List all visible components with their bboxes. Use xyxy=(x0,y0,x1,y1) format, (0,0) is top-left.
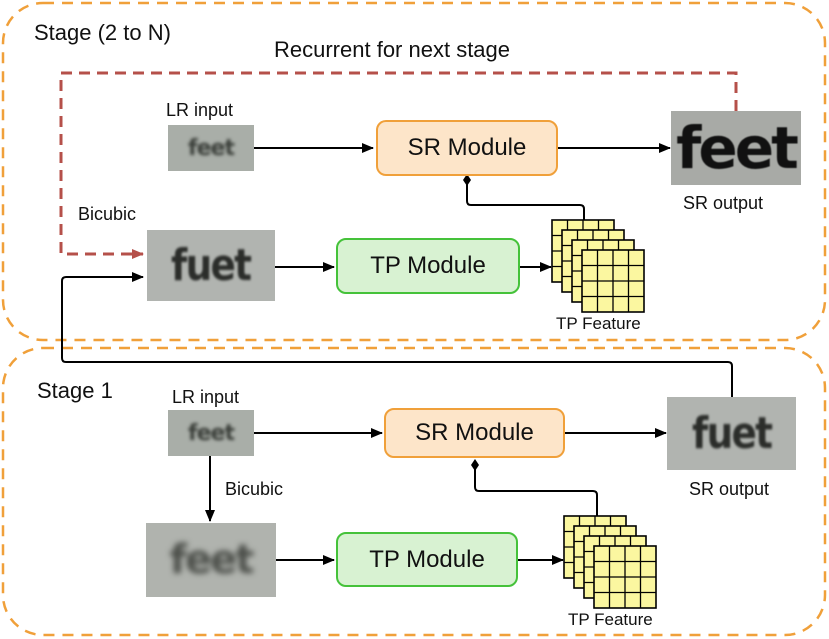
top-feature-map-4 xyxy=(581,249,645,313)
bottom-feature-to-sr-connector xyxy=(474,467,598,516)
bottom-bicubic-label: Bicubic xyxy=(225,479,284,499)
recurrent-arrow xyxy=(59,71,738,259)
bottom-sr-output-label: SR output xyxy=(689,479,770,499)
top-bicubic-label: Bicubic xyxy=(78,204,137,224)
bottom-sr-output-image-text: fuet xyxy=(691,408,773,459)
top-feature-connector-diamond xyxy=(463,174,471,186)
stage-top-container xyxy=(1,1,827,342)
stage-bottom-container xyxy=(1,346,827,637)
top-sr-module: SR Module xyxy=(376,120,558,176)
top-lr-input-image: feet xyxy=(168,125,254,171)
stage-bottom-title: Stage 1 xyxy=(37,378,113,403)
top-sr-output-image-text: feet xyxy=(676,114,799,182)
bottom-tp-module: TP Module xyxy=(336,532,518,587)
top-tp-module: TP Module xyxy=(336,238,520,294)
stage1-to-stage2-arrow xyxy=(61,272,733,397)
bottom-lr-input-image: feet xyxy=(168,410,254,456)
bottom-tp-feature-label: TP Feature xyxy=(568,610,653,629)
top-tp-feature-stack xyxy=(551,219,645,313)
top-sr-output-image: feet xyxy=(671,111,801,185)
bottom-bicubic-image: feet xyxy=(146,523,276,597)
bottom-feature-map-4 xyxy=(593,545,657,609)
top-feature-to-sr-connector xyxy=(466,182,585,220)
bottom-sr-output-image: fuet xyxy=(667,397,796,470)
recurrent-label: Recurrent for next stage xyxy=(274,37,511,62)
bottom-bicubic-image-text: feet xyxy=(169,537,255,583)
top-lr-image-text: feet xyxy=(188,135,235,161)
bottom-lr-input-label: LR input xyxy=(172,387,240,407)
bottom-tp-feature-stack xyxy=(563,515,657,609)
top-bicubic-image: fuet xyxy=(147,230,275,301)
bottom-lr-image-text: feet xyxy=(188,420,235,446)
stage-top-title: Stage (2 to N) xyxy=(34,20,171,45)
top-sr-output-label: SR output xyxy=(683,193,764,213)
bottom-feature-connector-diamond xyxy=(471,459,479,471)
top-tp-feature-label: TP Feature xyxy=(556,314,641,333)
top-bicubic-image-text: fuet xyxy=(171,240,252,291)
bottom-sr-module: SR Module xyxy=(384,408,565,458)
top-lr-input-label: LR input xyxy=(166,100,234,120)
